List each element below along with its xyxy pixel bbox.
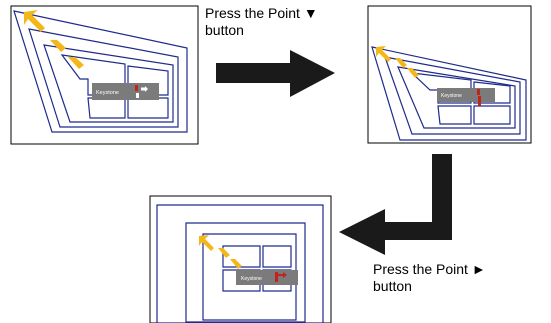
screen-panel-2: Keystone [367, 5, 532, 144]
arrow-down-icon [478, 96, 481, 106]
screen-frame [149, 195, 332, 323]
keystone-osd: Keystone [92, 83, 159, 100]
osd-label: Keystone [241, 276, 262, 282]
instruction-line: Press the Point ▼ [205, 5, 318, 21]
pointer-dash [230, 259, 242, 269]
keystone-outline [156, 204, 324, 323]
step-1-instruction: Press the Point ▼ button [205, 5, 318, 39]
screen-panel-1: Keystone [10, 5, 199, 145]
osd-label: Keystone [441, 93, 462, 99]
pointer-marks [376, 46, 419, 78]
arrow-down-icon [136, 93, 139, 98]
screen-frame [367, 5, 532, 144]
corner-marker-icon [477, 89, 480, 95]
step-arrow-down-left [339, 154, 452, 255]
instruction-line: Press the Point ► [373, 261, 486, 277]
pointer-dash [50, 40, 66, 52]
corner-marker-icon [275, 272, 278, 282]
corner-marker-icon [135, 85, 138, 91]
instruction-line: button [205, 22, 244, 38]
screen-panel-3: Keystone [149, 195, 332, 323]
keystone-osd: Keystone [437, 88, 495, 106]
arrow-right-icon [278, 272, 287, 278]
pointer-arrow-icon [376, 46, 391, 62]
pointer-dash [68, 57, 84, 69]
pointer-arrow-icon [24, 10, 45, 32]
pointer-marks [199, 235, 242, 269]
step-2-instruction: Press the Point ► button [373, 261, 486, 295]
keystone-osd: Keystone [236, 270, 298, 285]
pointer-dash [407, 68, 419, 78]
osd-label: Keystone [96, 90, 119, 96]
pointer-dash [218, 248, 230, 258]
pointer-arrow-icon [199, 235, 214, 251]
step-arrow-right [216, 50, 335, 97]
instruction-line: button [373, 278, 412, 294]
keystone-outline [13, 10, 188, 133]
pointer-dash [395, 58, 407, 68]
pointer-marks [24, 10, 84, 69]
